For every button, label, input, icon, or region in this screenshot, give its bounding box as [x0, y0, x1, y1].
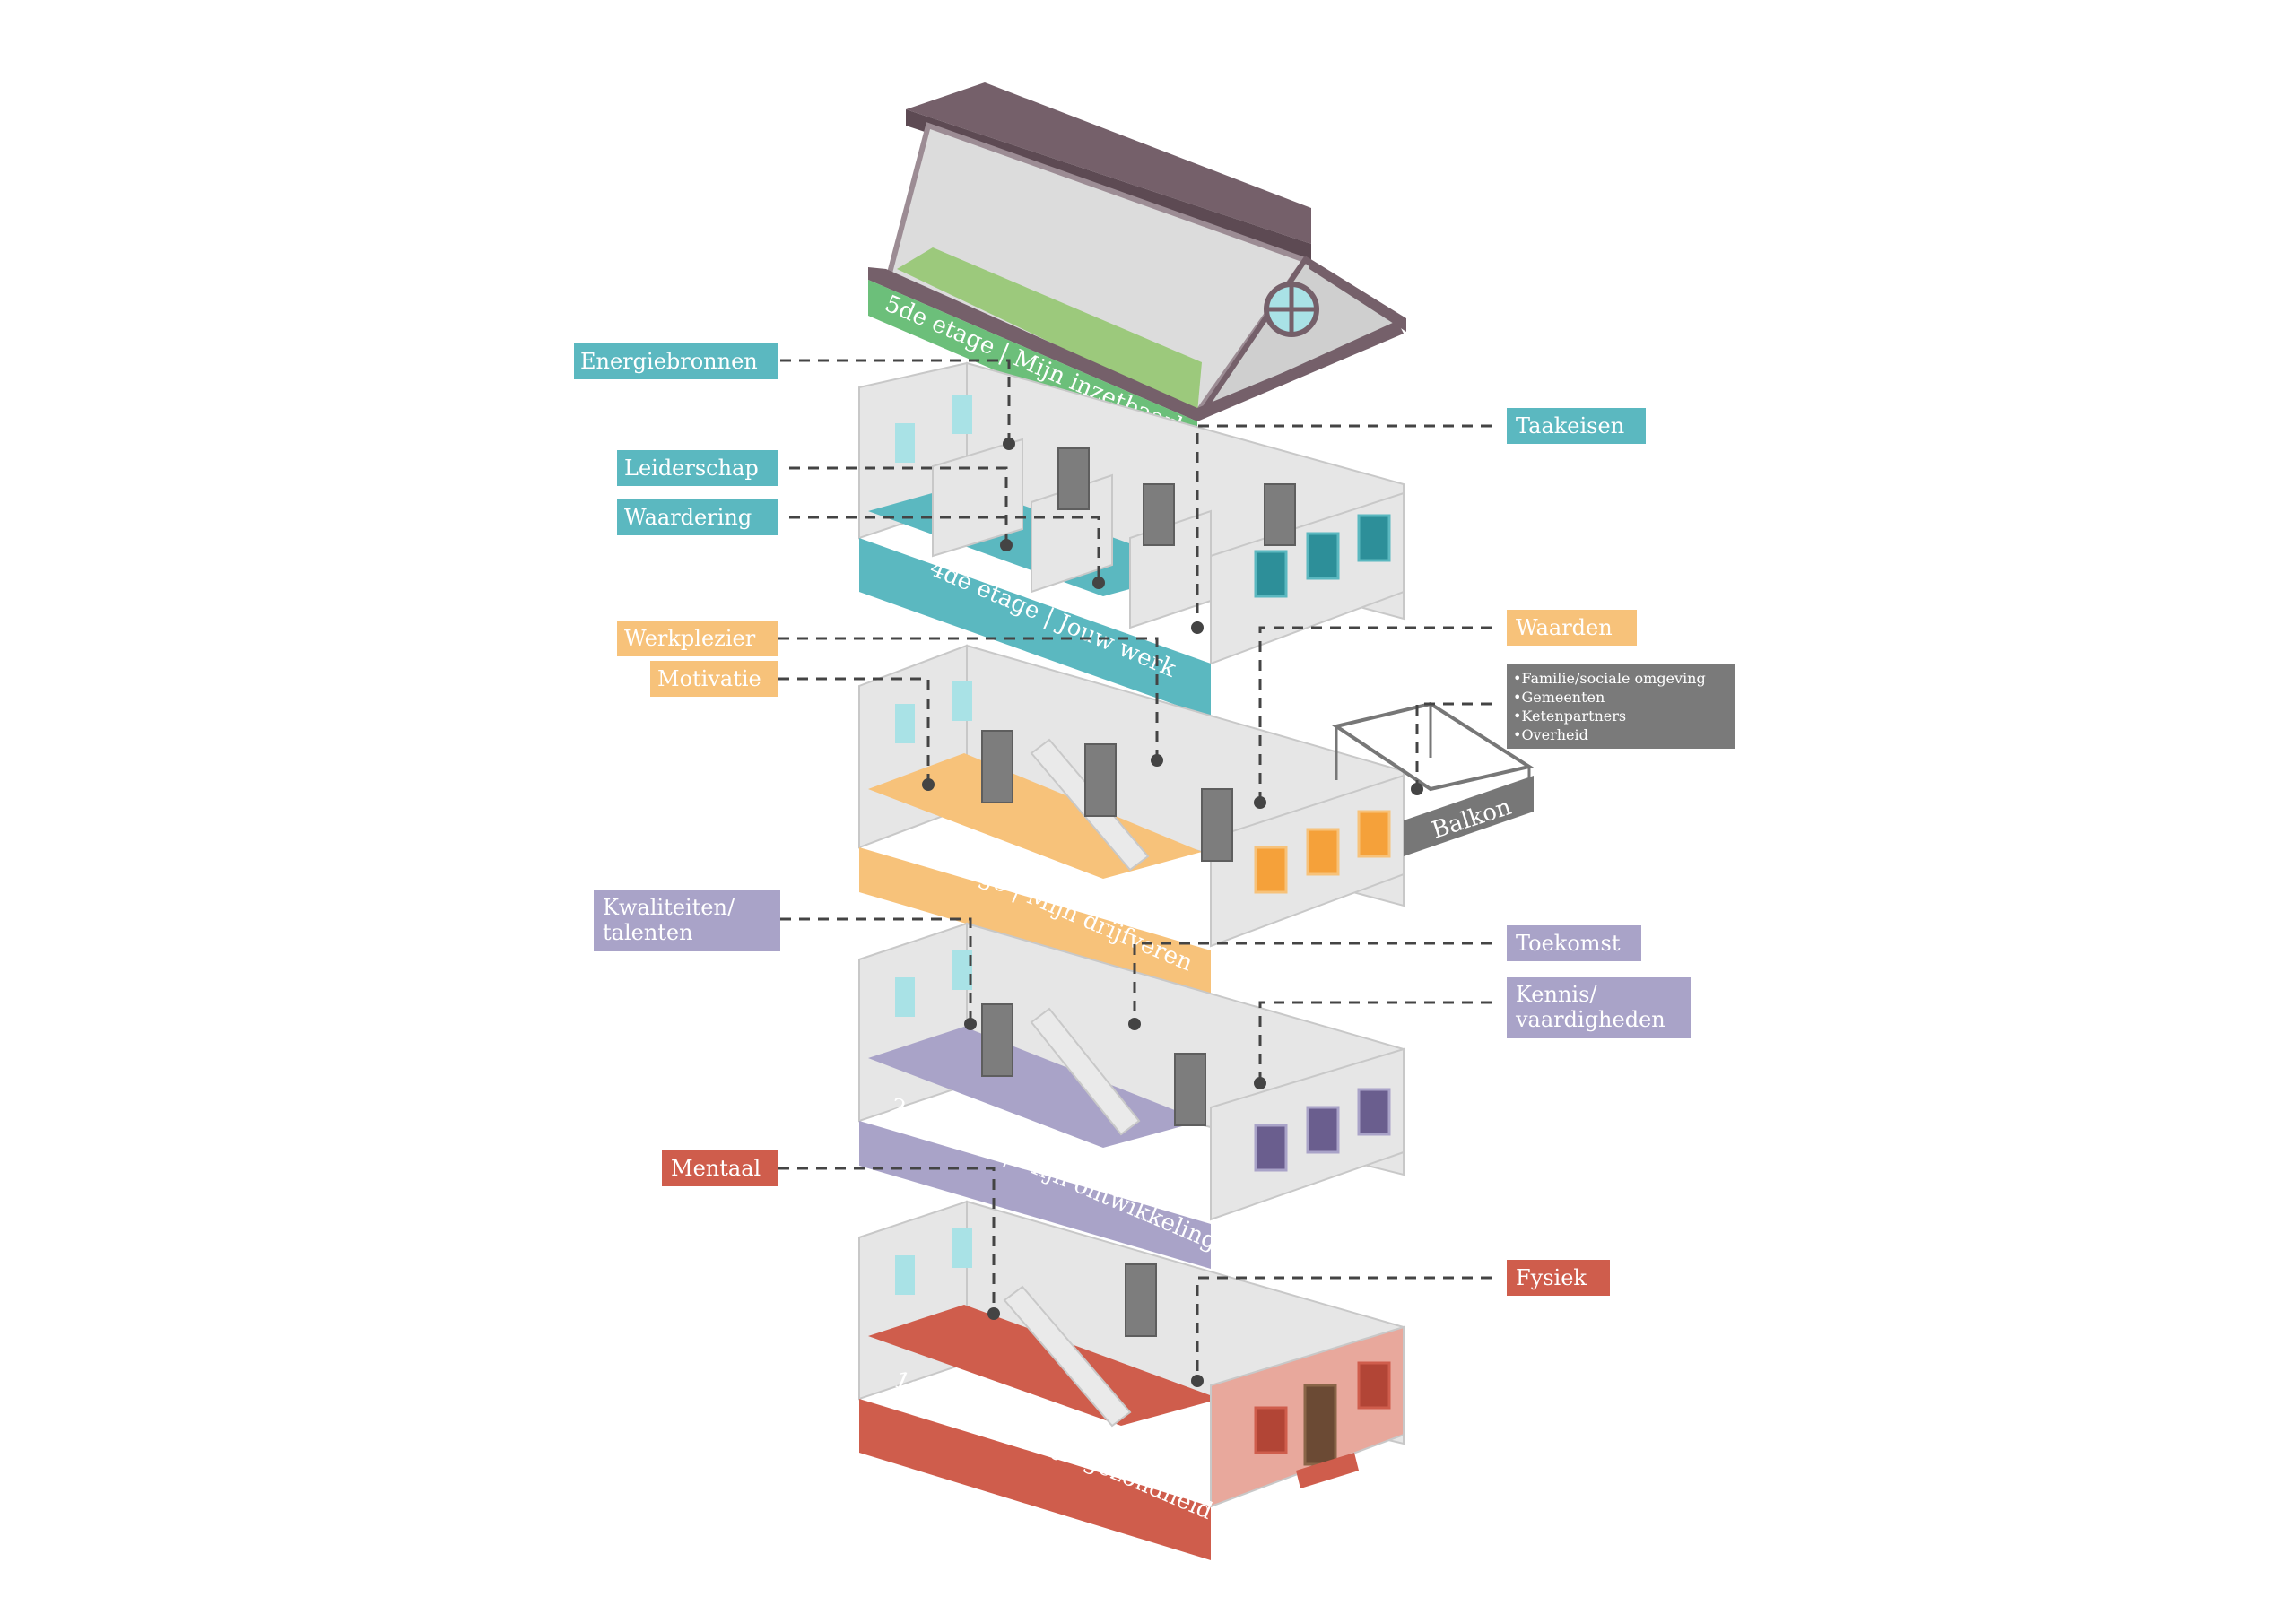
- callout-taakeisen: Taakeisen: [1507, 408, 1646, 444]
- callout-mentaal: Mentaal: [662, 1150, 778, 1186]
- callout-fysiek: Fysiek: [1507, 1260, 1610, 1296]
- svg-text:Werkplezier: Werkplezier: [624, 626, 756, 651]
- svg-text:•Overheid: •Overheid: [1513, 726, 1588, 743]
- svg-text:Motivatie: Motivatie: [657, 666, 761, 691]
- callout-kwaliteiten: Kwaliteiten/ talenten: [594, 890, 780, 951]
- callout-leiderschap: Leiderschap: [617, 450, 778, 486]
- svg-text:Waardering: Waardering: [624, 505, 752, 530]
- callout-waarden: Waarden: [1507, 610, 1637, 646]
- leader-lines: [778, 359, 1492, 1387]
- svg-text:talenten: talenten: [603, 920, 693, 945]
- svg-text:Toekomst: Toekomst: [1516, 931, 1621, 956]
- svg-text:Fysiek: Fysiek: [1516, 1265, 1587, 1290]
- callout-motivatie: Motivatie: [650, 661, 778, 697]
- callout-toekomst: Toekomst: [1507, 925, 1641, 961]
- svg-text:Kwaliteiten/: Kwaliteiten/: [603, 895, 735, 920]
- callout-waardering: Waardering: [617, 499, 778, 535]
- svg-text:Energiebronnen: Energiebronnen: [580, 349, 758, 374]
- svg-text:•Gemeenten: •Gemeenten: [1513, 689, 1605, 706]
- svg-text:Kennis/: Kennis/: [1516, 982, 1597, 1007]
- floor-4: [858, 361, 1405, 717]
- floor-1: [858, 1200, 1405, 1560]
- callout-energiebronnen: Energiebronnen: [574, 343, 778, 379]
- roof: [868, 82, 1406, 457]
- callout-balcony-note: •Familie/sociale omgeving •Gemeenten •Ke…: [1507, 664, 1735, 749]
- callout-kennis: Kennis/ vaardigheden: [1507, 977, 1691, 1038]
- callout-werkplezier: Werkplezier: [617, 621, 778, 656]
- svg-text:Waarden: Waarden: [1516, 615, 1613, 640]
- floor-3: [858, 644, 1535, 995]
- floor-2: [858, 922, 1405, 1269]
- svg-text:Taakeisen: Taakeisen: [1516, 413, 1624, 438]
- svg-text:Leiderschap: Leiderschap: [624, 456, 759, 481]
- svg-text:•Familie/sociale omgeving: •Familie/sociale omgeving: [1513, 670, 1706, 687]
- svg-text:vaardigheden: vaardigheden: [1515, 1007, 1665, 1032]
- svg-text:•Ketenpartners: •Ketenpartners: [1513, 707, 1626, 725]
- svg-text:Mentaal: Mentaal: [671, 1156, 761, 1181]
